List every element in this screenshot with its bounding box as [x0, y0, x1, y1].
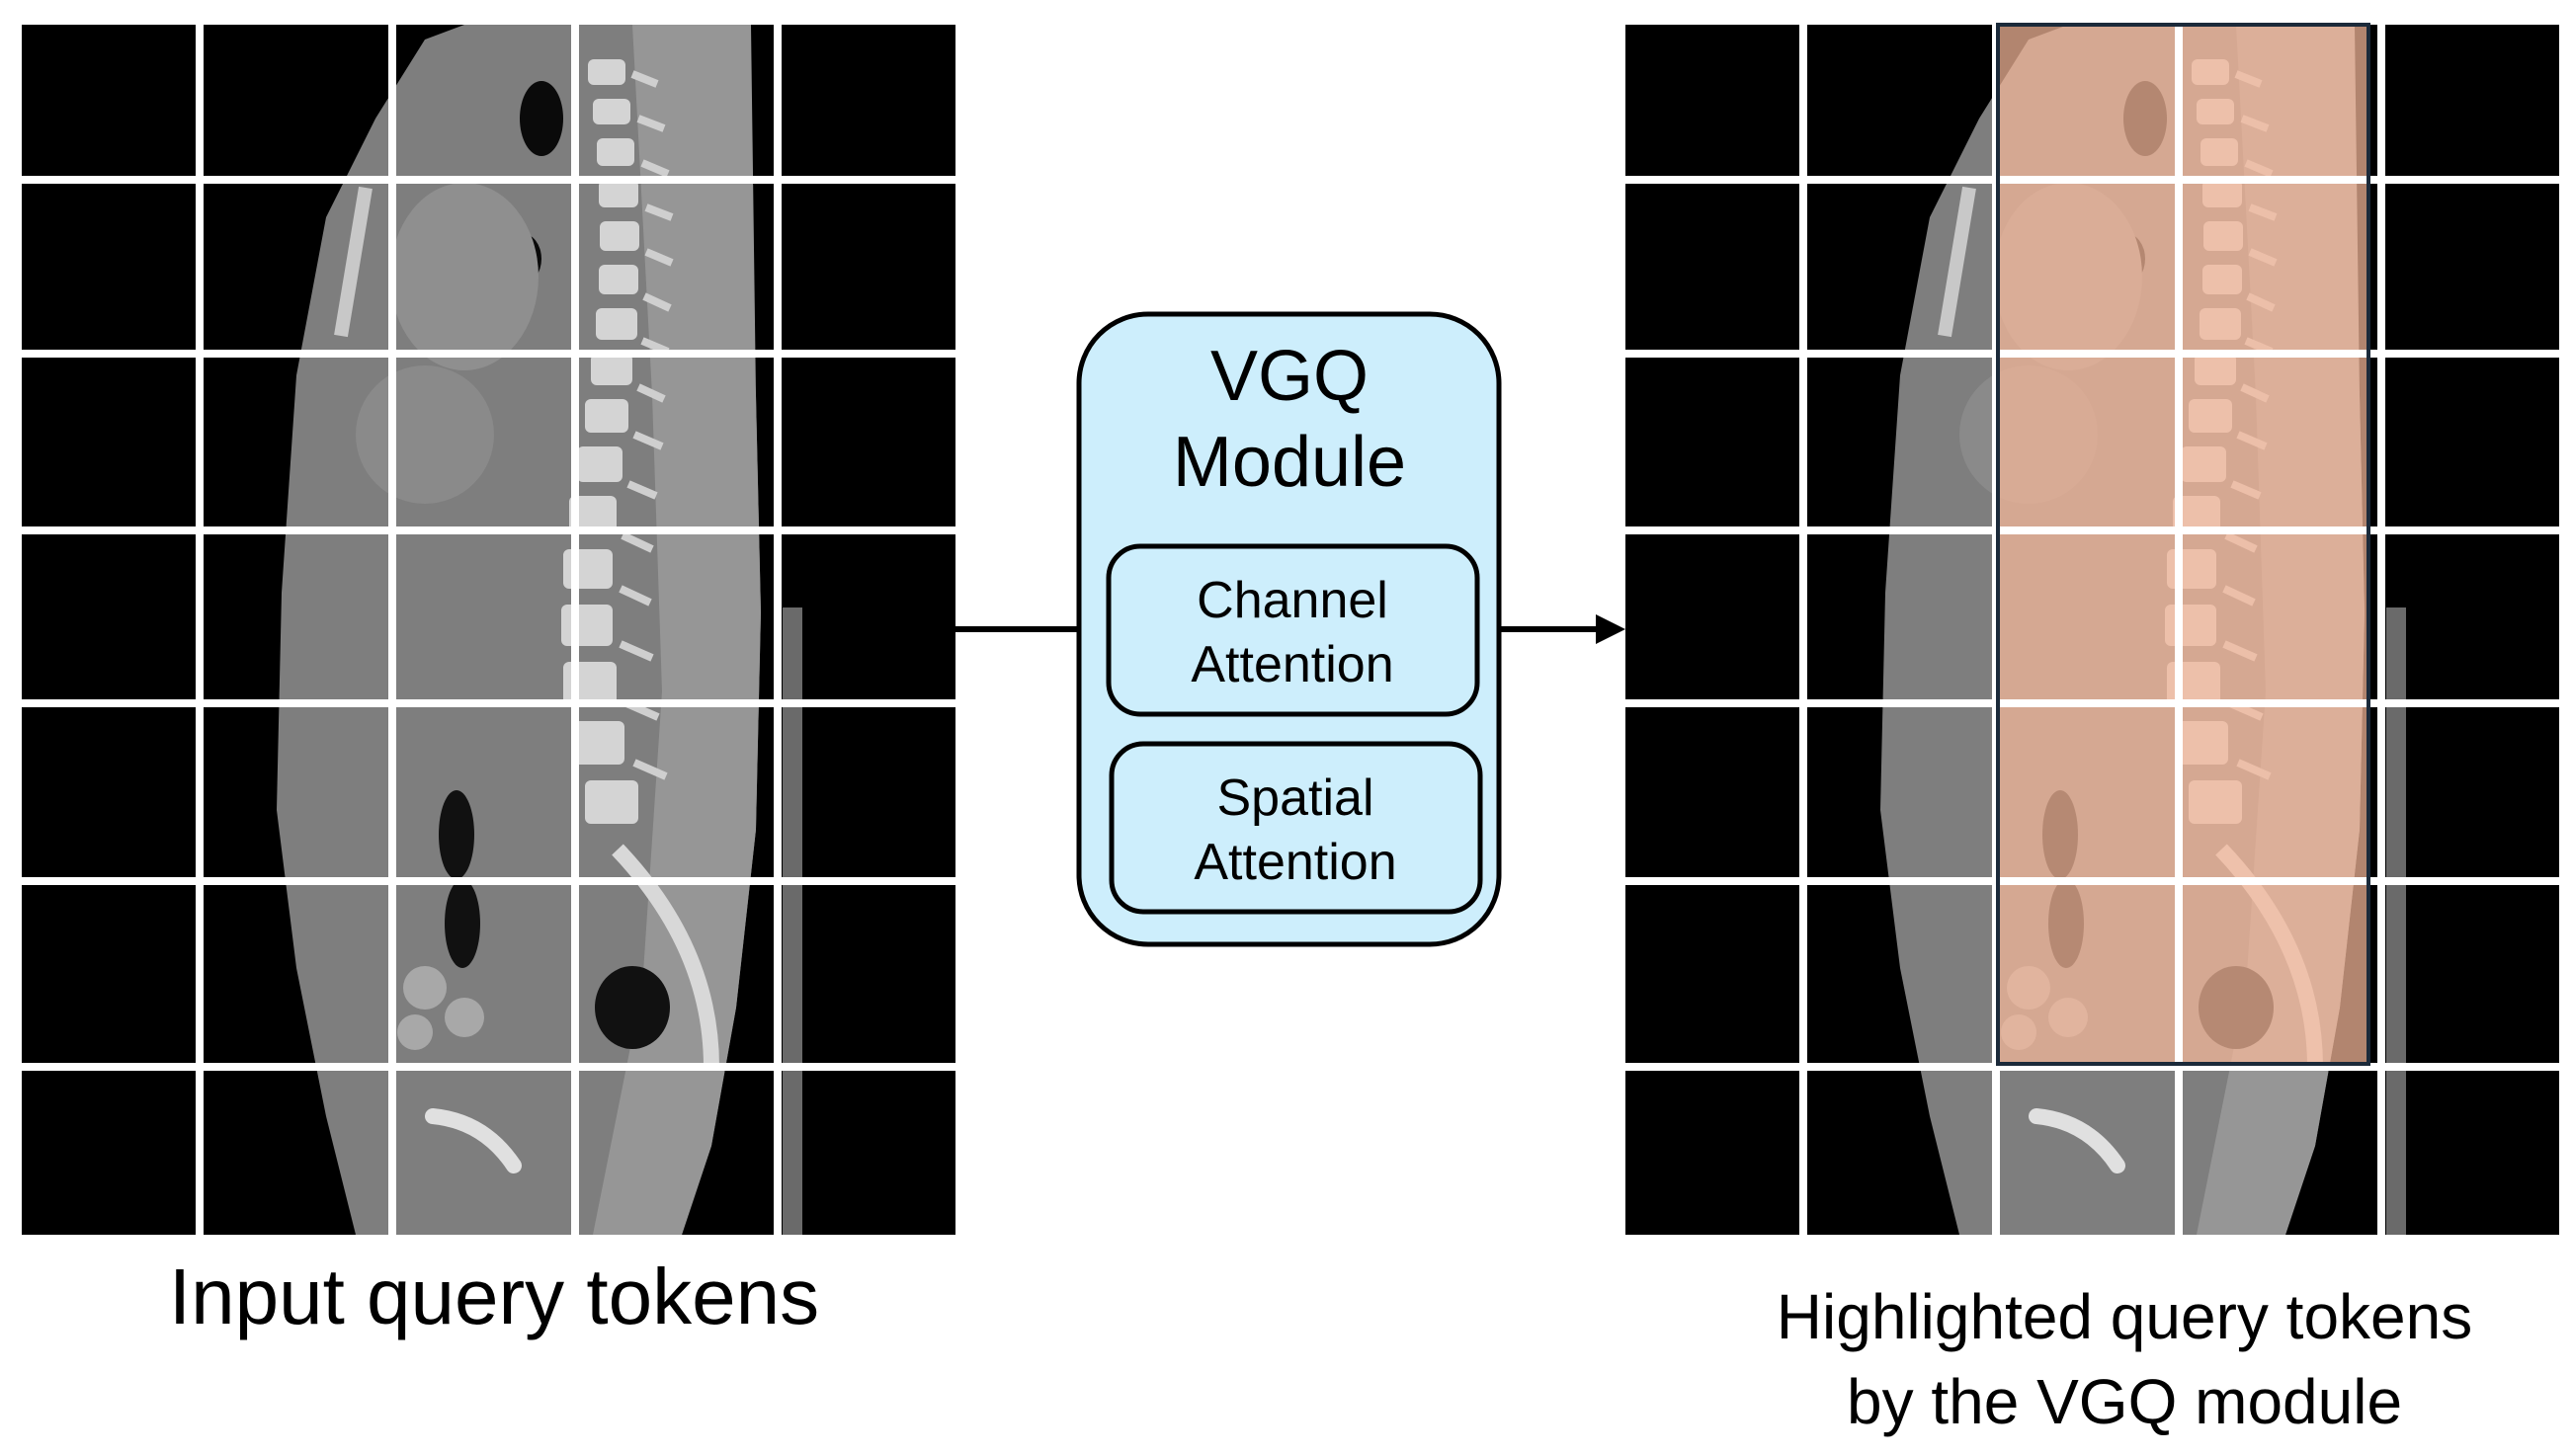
arrow-head-icon	[1596, 614, 1625, 644]
spatial-attention-line2: Attention	[1194, 834, 1396, 891]
channel-attention-line2: Attention	[1191, 636, 1393, 693]
spatial-attention-block	[1109, 741, 1483, 915]
channel-attention-block	[1106, 543, 1480, 717]
vgq-title-line1: VGQ	[1210, 337, 1369, 416]
input-token-grid	[22, 25, 955, 1235]
vgq-title-line2: Module	[1173, 423, 1406, 502]
spatial-attention-line1: Spatial	[1217, 769, 1374, 827]
input-tokens-caption: Input query tokens	[168, 1253, 820, 1340]
token-grid-lines	[22, 25, 955, 1235]
highlighted-caption-line2: by the VGQ module	[1846, 1366, 2403, 1437]
highlight-region	[1996, 23, 2370, 1066]
highlighted-caption-line1: Highlighted query tokens	[1776, 1281, 2473, 1352]
channel-attention-line1: Channel	[1197, 572, 1388, 629]
highlighted-tokens-caption: Highlighted query tokens by the VGQ modu…	[1680, 1274, 2569, 1444]
highlighted-token-grid	[1625, 23, 2559, 1235]
